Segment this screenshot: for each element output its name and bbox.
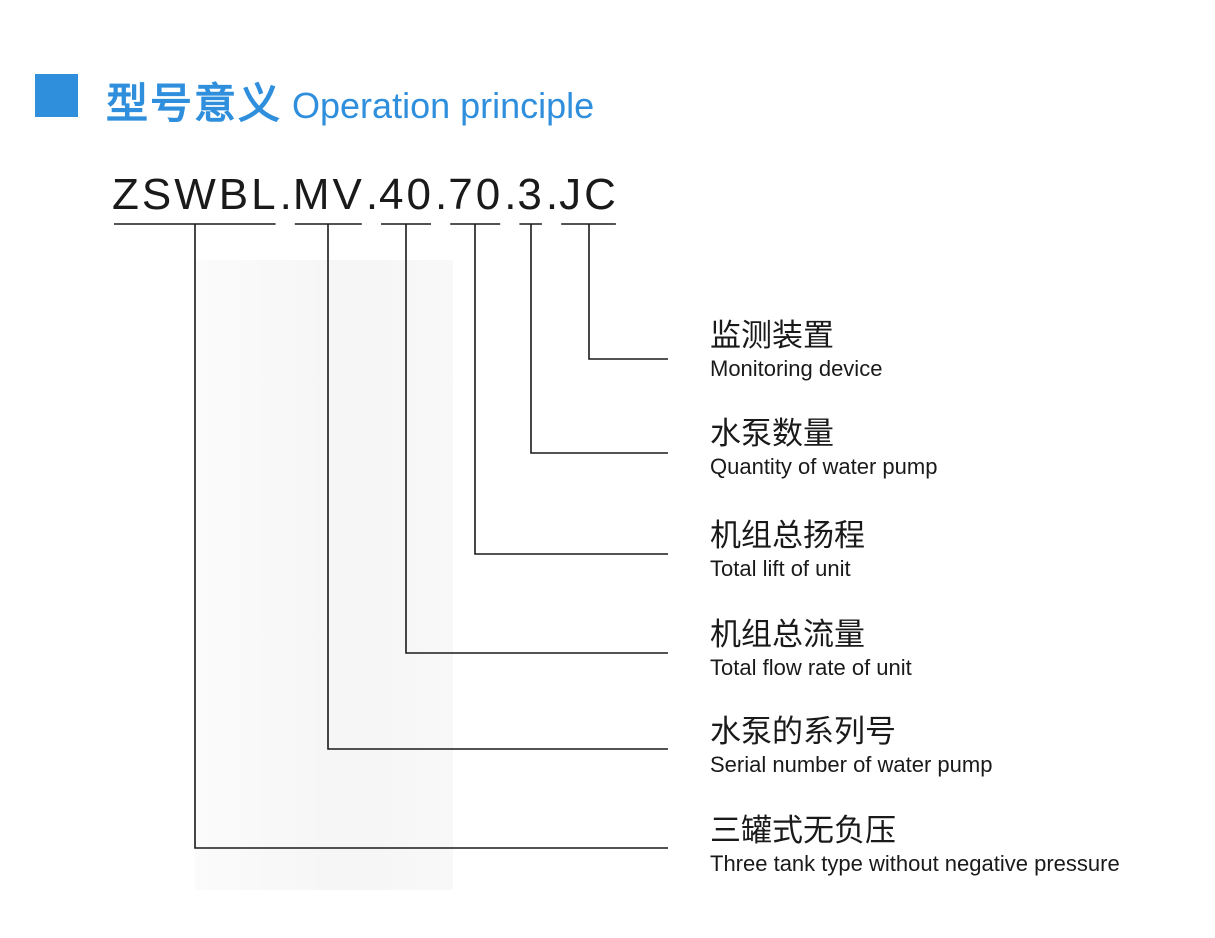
label-cn: 三罐式无负压 [710,813,896,848]
model-code: ZSWBL . MV . 40 . 70 . 3 . JC [112,170,619,220]
label-en: Monitoring device [710,356,883,381]
code-segment-series: ZSWBL [112,170,279,219]
code-dot: . [435,170,448,219]
label-cn: 机组总扬程 [710,518,865,553]
label-tank: 三罐式无负压 Three tank type without negative p… [710,813,1120,879]
connector-flow [405,224,668,654]
connector-pump-series [327,224,668,750]
code-dot: . [504,170,517,219]
label-pump-series: 水泵的系列号 Serial number of water pump [710,714,992,780]
label-cn: 水泵的系列号 [710,714,896,749]
label-en: Quantity of water pump [710,454,938,479]
label-en: Total flow rate of unit [710,655,912,680]
title-square-icon [35,74,78,117]
label-flow: 机组总流量 Total flow rate of unit [710,617,912,683]
code-dot: . [545,170,559,219]
label-cn: 监测装置 [710,318,834,353]
connector-tank [194,224,668,849]
label-lift: 机组总扬程 Total lift of unit [710,518,865,584]
background-shade [195,260,453,890]
label-en: Total lift of unit [710,556,851,581]
code-segment-lift: 70 [448,170,504,219]
title-cn: 型号意义 [106,80,283,127]
connector-lift [474,224,668,555]
label-cn: 水泵数量 [710,416,834,451]
connector-quantity [530,224,668,454]
code-segment-quantity: 3 [517,170,545,219]
label-cn: 机组总流量 [710,617,865,652]
code-segment-monitoring: JC [559,170,619,219]
label-quantity: 水泵数量 Quantity of water pump [710,416,937,482]
code-segment-pump-series: MV [292,170,365,219]
title-en: Operation principle [292,85,595,126]
code-dot: . [365,170,379,219]
code-segment-flow: 40 [379,170,434,219]
code-dot: . [279,170,292,219]
label-en: Three tank type without negative pressur… [710,851,1120,876]
label-monitoring: 监测装置 Monitoring device [710,318,882,384]
connector-monitoring [588,224,668,360]
label-en: Serial number of water pump [710,752,993,777]
